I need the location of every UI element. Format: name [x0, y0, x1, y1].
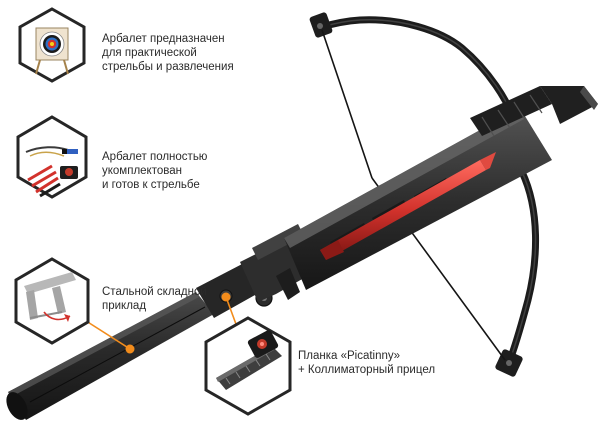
rail-pointer-dot — [221, 292, 231, 302]
caption-line: и готов к стрельбе — [102, 179, 200, 191]
caption-line: + Коллиматорный прицел — [298, 364, 436, 376]
crossbow — [6, 12, 598, 420]
crossbow-stock — [6, 292, 214, 420]
feature-badge-stock — [14, 257, 90, 345]
feature-badge-sight — [204, 316, 292, 416]
feature-badge-kit — [16, 115, 88, 199]
caption-target: Арбалет предназначен для практической ст… — [102, 32, 234, 74]
caption-line: укомплектован — [102, 165, 182, 177]
caption-stock: Стальной складной приклад — [102, 285, 207, 313]
top-rail — [470, 86, 552, 137]
caption-line: приклад — [102, 300, 147, 312]
caption-sight: Планка «Picatinny» + Коллиматорный прице… — [298, 349, 435, 377]
red-dot-sight-icon — [216, 330, 282, 390]
caption-kit: Арбалет полностью укомплектован и готов … — [102, 150, 207, 192]
caption-line: стрельбы и развлечения — [102, 61, 234, 73]
crossbow-body — [284, 86, 598, 290]
archery-target-icon — [35, 27, 69, 75]
folding-stock-icon — [24, 272, 76, 322]
feature-badge-target — [18, 7, 86, 83]
stock-pointer-dot — [125, 344, 135, 354]
caption-line: для практической — [102, 47, 197, 59]
caption-line: Стальной складной — [102, 286, 207, 298]
caption-line: Арбалет полностью — [102, 151, 208, 163]
upper-limb-tip — [309, 12, 333, 38]
caption-line: Арбалет предназначен — [102, 33, 225, 45]
caption-line: Планка «Picatinny» — [298, 350, 401, 362]
crossbow-bolt — [320, 152, 496, 260]
crossbow-kit-icon — [25, 146, 78, 198]
